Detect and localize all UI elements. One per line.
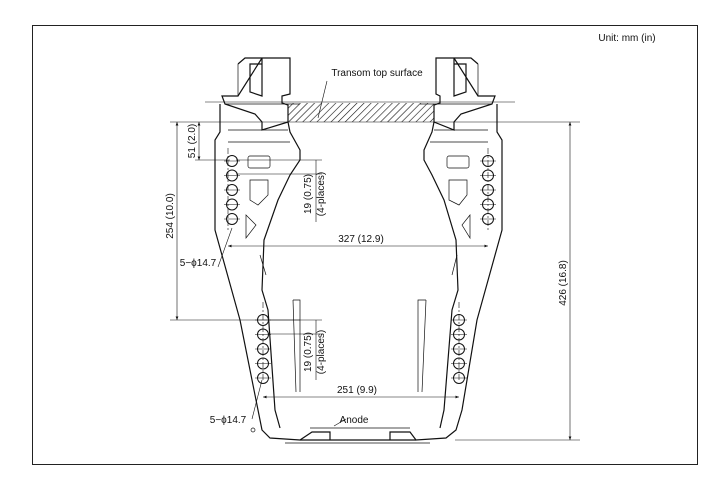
transom-label: Transom top surface xyxy=(331,68,423,79)
transom-hatch xyxy=(288,103,434,122)
dim-lower-width: 251 (9.9) xyxy=(337,385,377,396)
dimension-lines xyxy=(170,80,580,441)
right-bracket xyxy=(389,57,503,441)
dim-lower-pitch: 19 (0.75) xyxy=(303,332,314,372)
mounting-holes xyxy=(224,155,496,384)
dim-lower-pitch-note: (4-places) xyxy=(316,330,327,374)
unit-label: Unit: mm (in) xyxy=(598,33,655,44)
dim-upper-holes: 5−ϕ14.7 xyxy=(180,258,217,269)
dim-upper-width: 327 (12.9) xyxy=(338,234,384,245)
dim-upper-spacing: 51 (2.0) xyxy=(187,124,198,158)
anode-label: Anode xyxy=(340,415,369,426)
dim-lower-holes: 5−ϕ14.7 xyxy=(210,415,247,426)
dim-upper-pitch: 19 (0.75) xyxy=(303,174,314,214)
dim-upper-pitch-note: (4-places) xyxy=(316,172,327,216)
drawing-frame xyxy=(32,25,698,465)
base-anode xyxy=(285,427,430,444)
center-lines xyxy=(227,148,489,380)
dim-total-height: 426 (16.8) xyxy=(558,260,569,306)
left-bracket xyxy=(214,57,331,441)
dim-upper-range: 254 (10.0) xyxy=(165,193,176,239)
